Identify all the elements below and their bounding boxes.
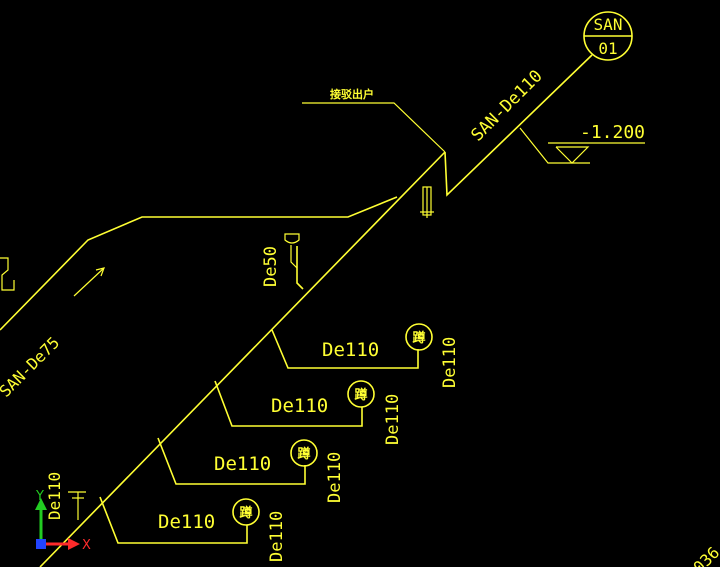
left-stub-fixture <box>68 491 86 520</box>
ucs-icon: X Y <box>35 489 91 553</box>
ucs-x-label: X <box>82 538 91 553</box>
branch-2-fixture: 蹲 <box>354 387 367 403</box>
branch-2-vertical-label: De110 <box>383 394 403 445</box>
cleanout-fixture <box>420 186 434 218</box>
outlet-note-leader <box>302 102 446 153</box>
branch-1-fixture: 蹲 <box>412 330 425 346</box>
branch-1-horizontal-label: De110 <box>322 339 379 361</box>
level-value: -1.200 <box>580 122 645 143</box>
flow-arrow <box>73 267 105 297</box>
de50-branch <box>284 233 304 290</box>
level-marker: -1.200 <box>519 122 645 164</box>
bubble-top-text: SAN <box>594 15 623 34</box>
main-pipe-label: SAN-De110 <box>467 66 546 145</box>
branch-4-horizontal-label: De110 <box>158 511 215 533</box>
left-pipe-label: SAN-De75 <box>0 333 63 401</box>
branch-3-fixture: 蹲 <box>297 446 310 462</box>
branch-3-horizontal-label: De110 <box>214 453 271 475</box>
flow-arrow-head <box>95 267 105 277</box>
branch-2: 蹲 De110 De110 <box>214 380 403 445</box>
branch-3-vertical-label: De110 <box>325 452 345 503</box>
branch-2-horizontal-label: De110 <box>271 395 328 417</box>
upper-branch-pipe <box>0 196 398 331</box>
outlet-note-label: 接驳出户 <box>330 87 374 101</box>
outlet-pipe-connector <box>444 54 593 197</box>
branch-1-vertical-label: De110 <box>440 337 460 388</box>
corner-partial-label: 036 <box>689 543 720 567</box>
bubble-bottom-text: 01 <box>598 39 617 58</box>
branch-3: 蹲 De110 De110 <box>157 437 345 503</box>
branch-1: 蹲 De110 De110 <box>271 323 460 388</box>
left-vertical-label: De110 <box>45 472 64 520</box>
branch-4: 蹲 De110 De110 <box>99 496 287 562</box>
left-trap-fixture <box>0 257 15 291</box>
de50-label: De50 <box>261 246 281 287</box>
ucs-y-label: Y <box>35 489 44 504</box>
pipe-id-bubble: SAN 01 <box>583 11 633 61</box>
main-pipe-line <box>39 151 446 567</box>
branch-4-fixture: 蹲 <box>239 505 252 521</box>
branch-4-vertical-label: De110 <box>267 511 287 562</box>
